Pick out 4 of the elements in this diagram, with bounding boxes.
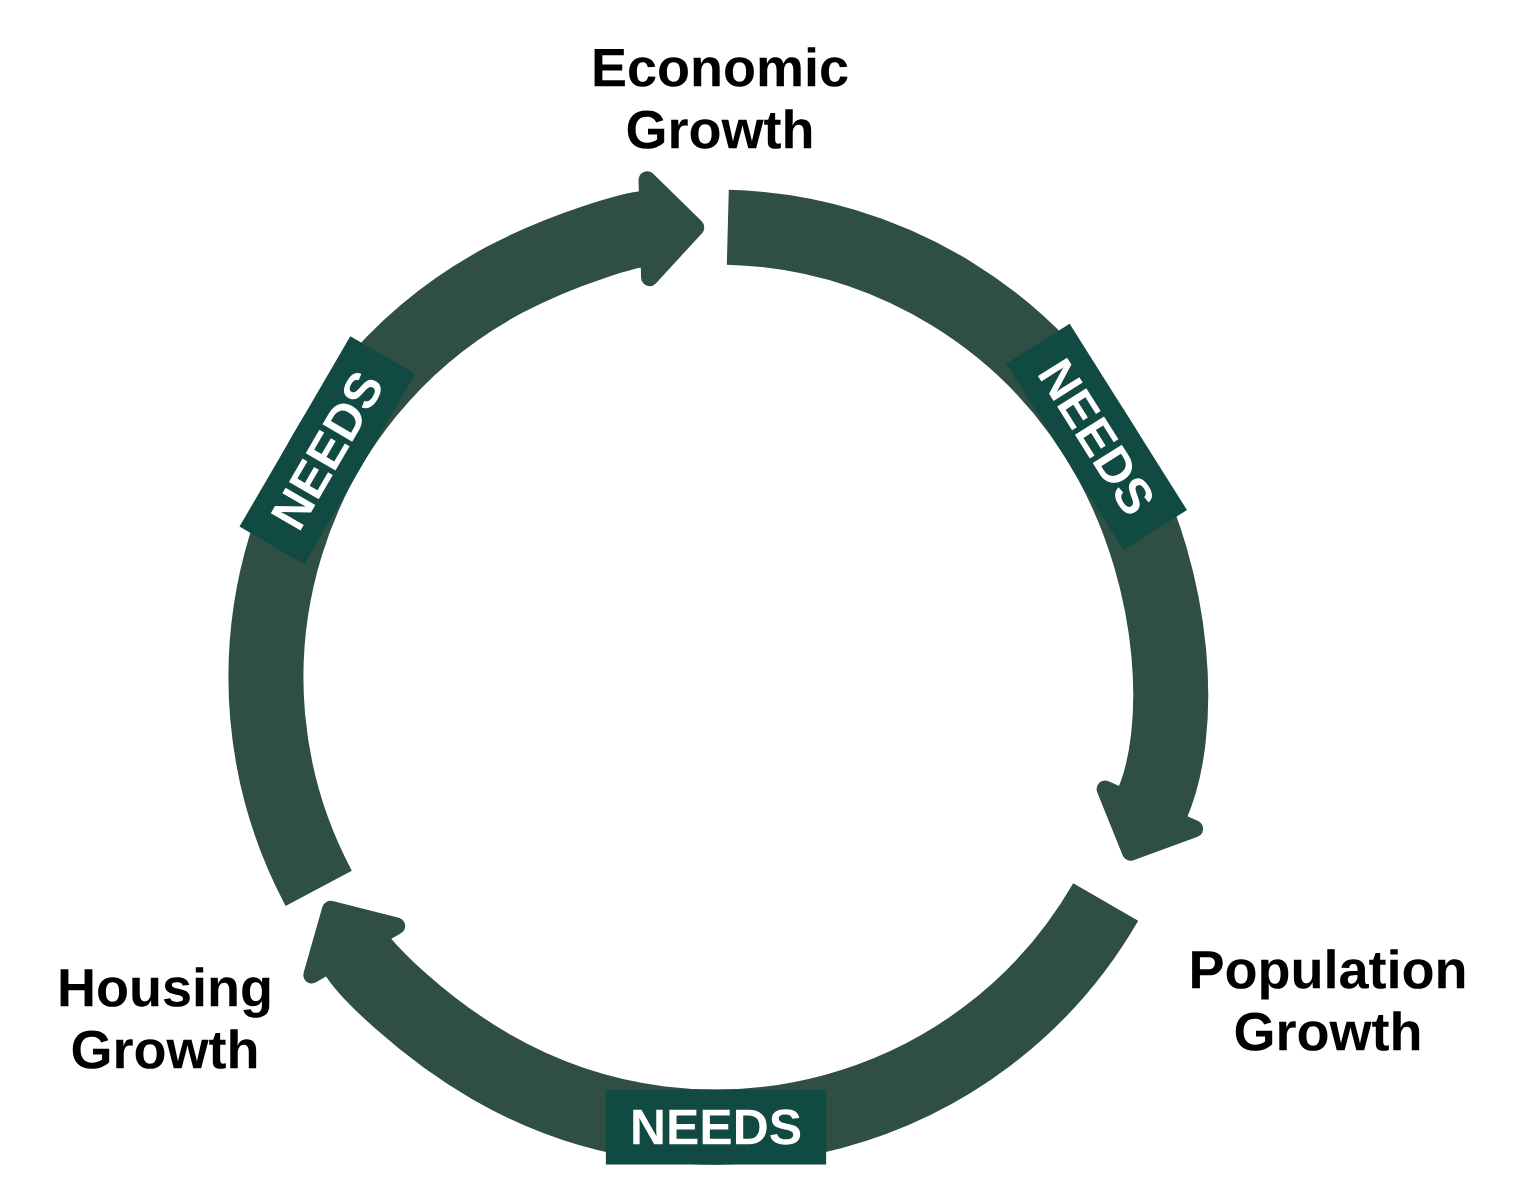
node-label: Housing Growth xyxy=(60,967,270,1069)
node-label: Population Growth xyxy=(1192,949,1465,1051)
edge-label: NEEDS xyxy=(605,1089,827,1165)
node-label: Economic Growth xyxy=(594,47,848,149)
